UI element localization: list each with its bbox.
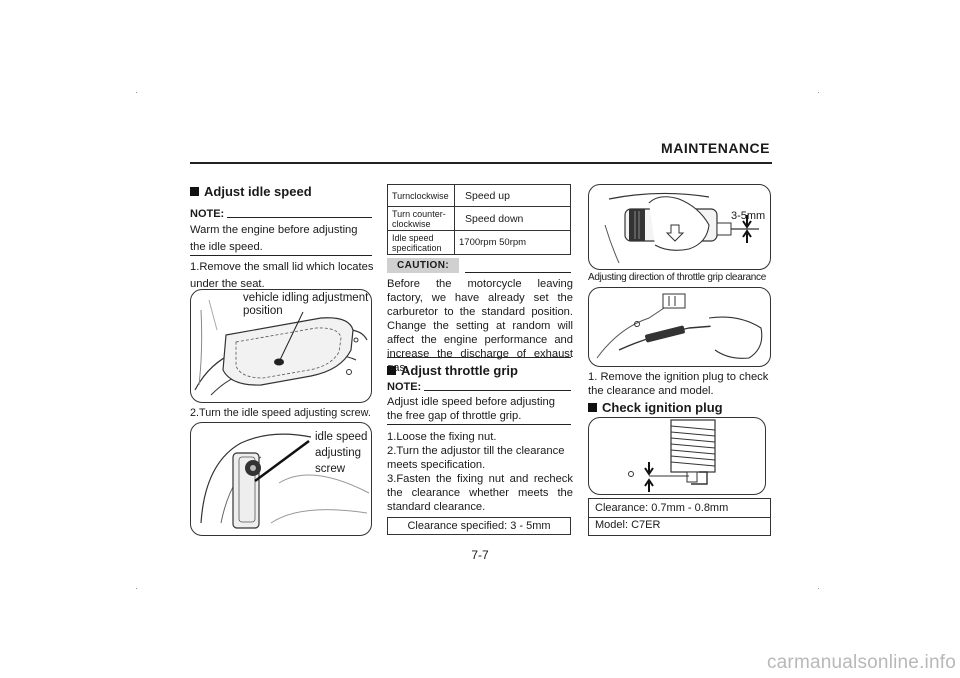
adjusting-screw-drawing [200, 433, 370, 529]
fig-clearance-callout: 3-5mm [731, 210, 766, 222]
figure-spark-plug [588, 417, 766, 495]
step-1-text: 1.Remove the small lid which locates und… [190, 261, 374, 290]
caution-text: Before the motorcycle leaving factory, w… [387, 278, 573, 374]
section-title: MAINTENANCE [661, 140, 770, 156]
table-cell-value: Speed up [454, 184, 571, 207]
caution-header: CAUTION: [387, 258, 571, 273]
fig1-callout: vehicle idling adjustment position [243, 292, 369, 317]
table-row: Turn counter-clockwise Speed down [387, 206, 571, 231]
throttle-adjustor-drawing [596, 293, 763, 359]
crop-mark [818, 588, 819, 589]
step-text: 1.Loose the fixing nut. [387, 431, 497, 443]
note-text: Warm the engine before adjusting the idl… [190, 224, 358, 253]
note-text: Adjust idle speed before adjusting the f… [387, 396, 555, 422]
page-number: 7-7 [471, 548, 489, 562]
caution-rule [387, 357, 571, 358]
header-rule [190, 162, 772, 164]
clearance-specified-box: Clearance specified: 3 - 5mm [387, 517, 571, 535]
heading-check-ignition-plug: Check ignition plug [588, 400, 774, 415]
crop-mark [818, 92, 819, 93]
table-cell-value: Speed down [454, 206, 571, 231]
spec-model: Model: C7ER [588, 517, 771, 536]
step-1-text: 1. Remove the ignition plug to check the… [588, 371, 769, 397]
heading-text: Check ignition plug [602, 400, 723, 415]
table-cell-label: Turn counter-clockwise [387, 206, 455, 231]
table-cell-label: Turnclockwise [387, 184, 455, 207]
spec-clearance: Clearance: 0.7mm - 0.8mm [588, 498, 771, 518]
figure-throttle-grip: 3-5mm [588, 184, 771, 270]
heading-text: Adjust throttle grip [401, 363, 518, 378]
throttle-steps: 1.Loose the fixing nut. 2.Turn the adjus… [387, 430, 573, 514]
table-cell-label: Idle speed specification [387, 230, 455, 255]
step-2-text: 2.Turn the idle speed adjusting screw. [190, 407, 371, 419]
figure-adjusting-screw: idle speed adjusting screw [190, 422, 372, 536]
note-rule [387, 424, 571, 425]
heading-text: Adjust idle speed [204, 184, 312, 199]
under-seat-drawing [194, 299, 368, 396]
spark-plug-drawing [628, 419, 716, 492]
figure-throttle-adjustor [588, 287, 771, 367]
step-text: 3.Fasten the fixing nut and recheck the … [387, 473, 573, 513]
heading-adjust-idle-speed: Adjust idle speed [190, 184, 375, 199]
note-label: NOTE: [387, 381, 422, 393]
step-text: 2.Turn the adjustor till the clearance m… [387, 445, 565, 471]
bullet-square-icon [190, 187, 199, 196]
table-row: Idle speed specification 1700rpm 50rpm [387, 230, 571, 255]
throttle-grip-drawing [604, 192, 759, 264]
note-rule [190, 255, 372, 256]
heading-adjust-throttle-grip: Adjust throttle grip [387, 363, 573, 378]
idle-speed-table: Turnclockwise Speed up Turn counter-cloc… [387, 184, 571, 255]
fig-caption: Adjusting direction of throttle grip cle… [588, 272, 766, 283]
fig2-callout: idle speed adjusting screw [315, 431, 368, 475]
table-cell-value: 1700rpm 50rpm [454, 230, 571, 255]
note-header: NOTE: [387, 381, 571, 393]
figure-under-seat-lid: vehicle idling adjustment position [190, 289, 372, 403]
crop-mark [136, 92, 137, 93]
bullet-square-icon [387, 366, 396, 375]
note-header: NOTE: [190, 208, 372, 220]
crop-mark [136, 588, 137, 589]
watermark: carmanualsonline.info [766, 652, 956, 673]
bullet-square-icon [588, 403, 597, 412]
caution-label: CAUTION: [387, 258, 460, 273]
table-row: Turnclockwise Speed up [387, 184, 571, 207]
note-label: NOTE: [190, 208, 225, 220]
